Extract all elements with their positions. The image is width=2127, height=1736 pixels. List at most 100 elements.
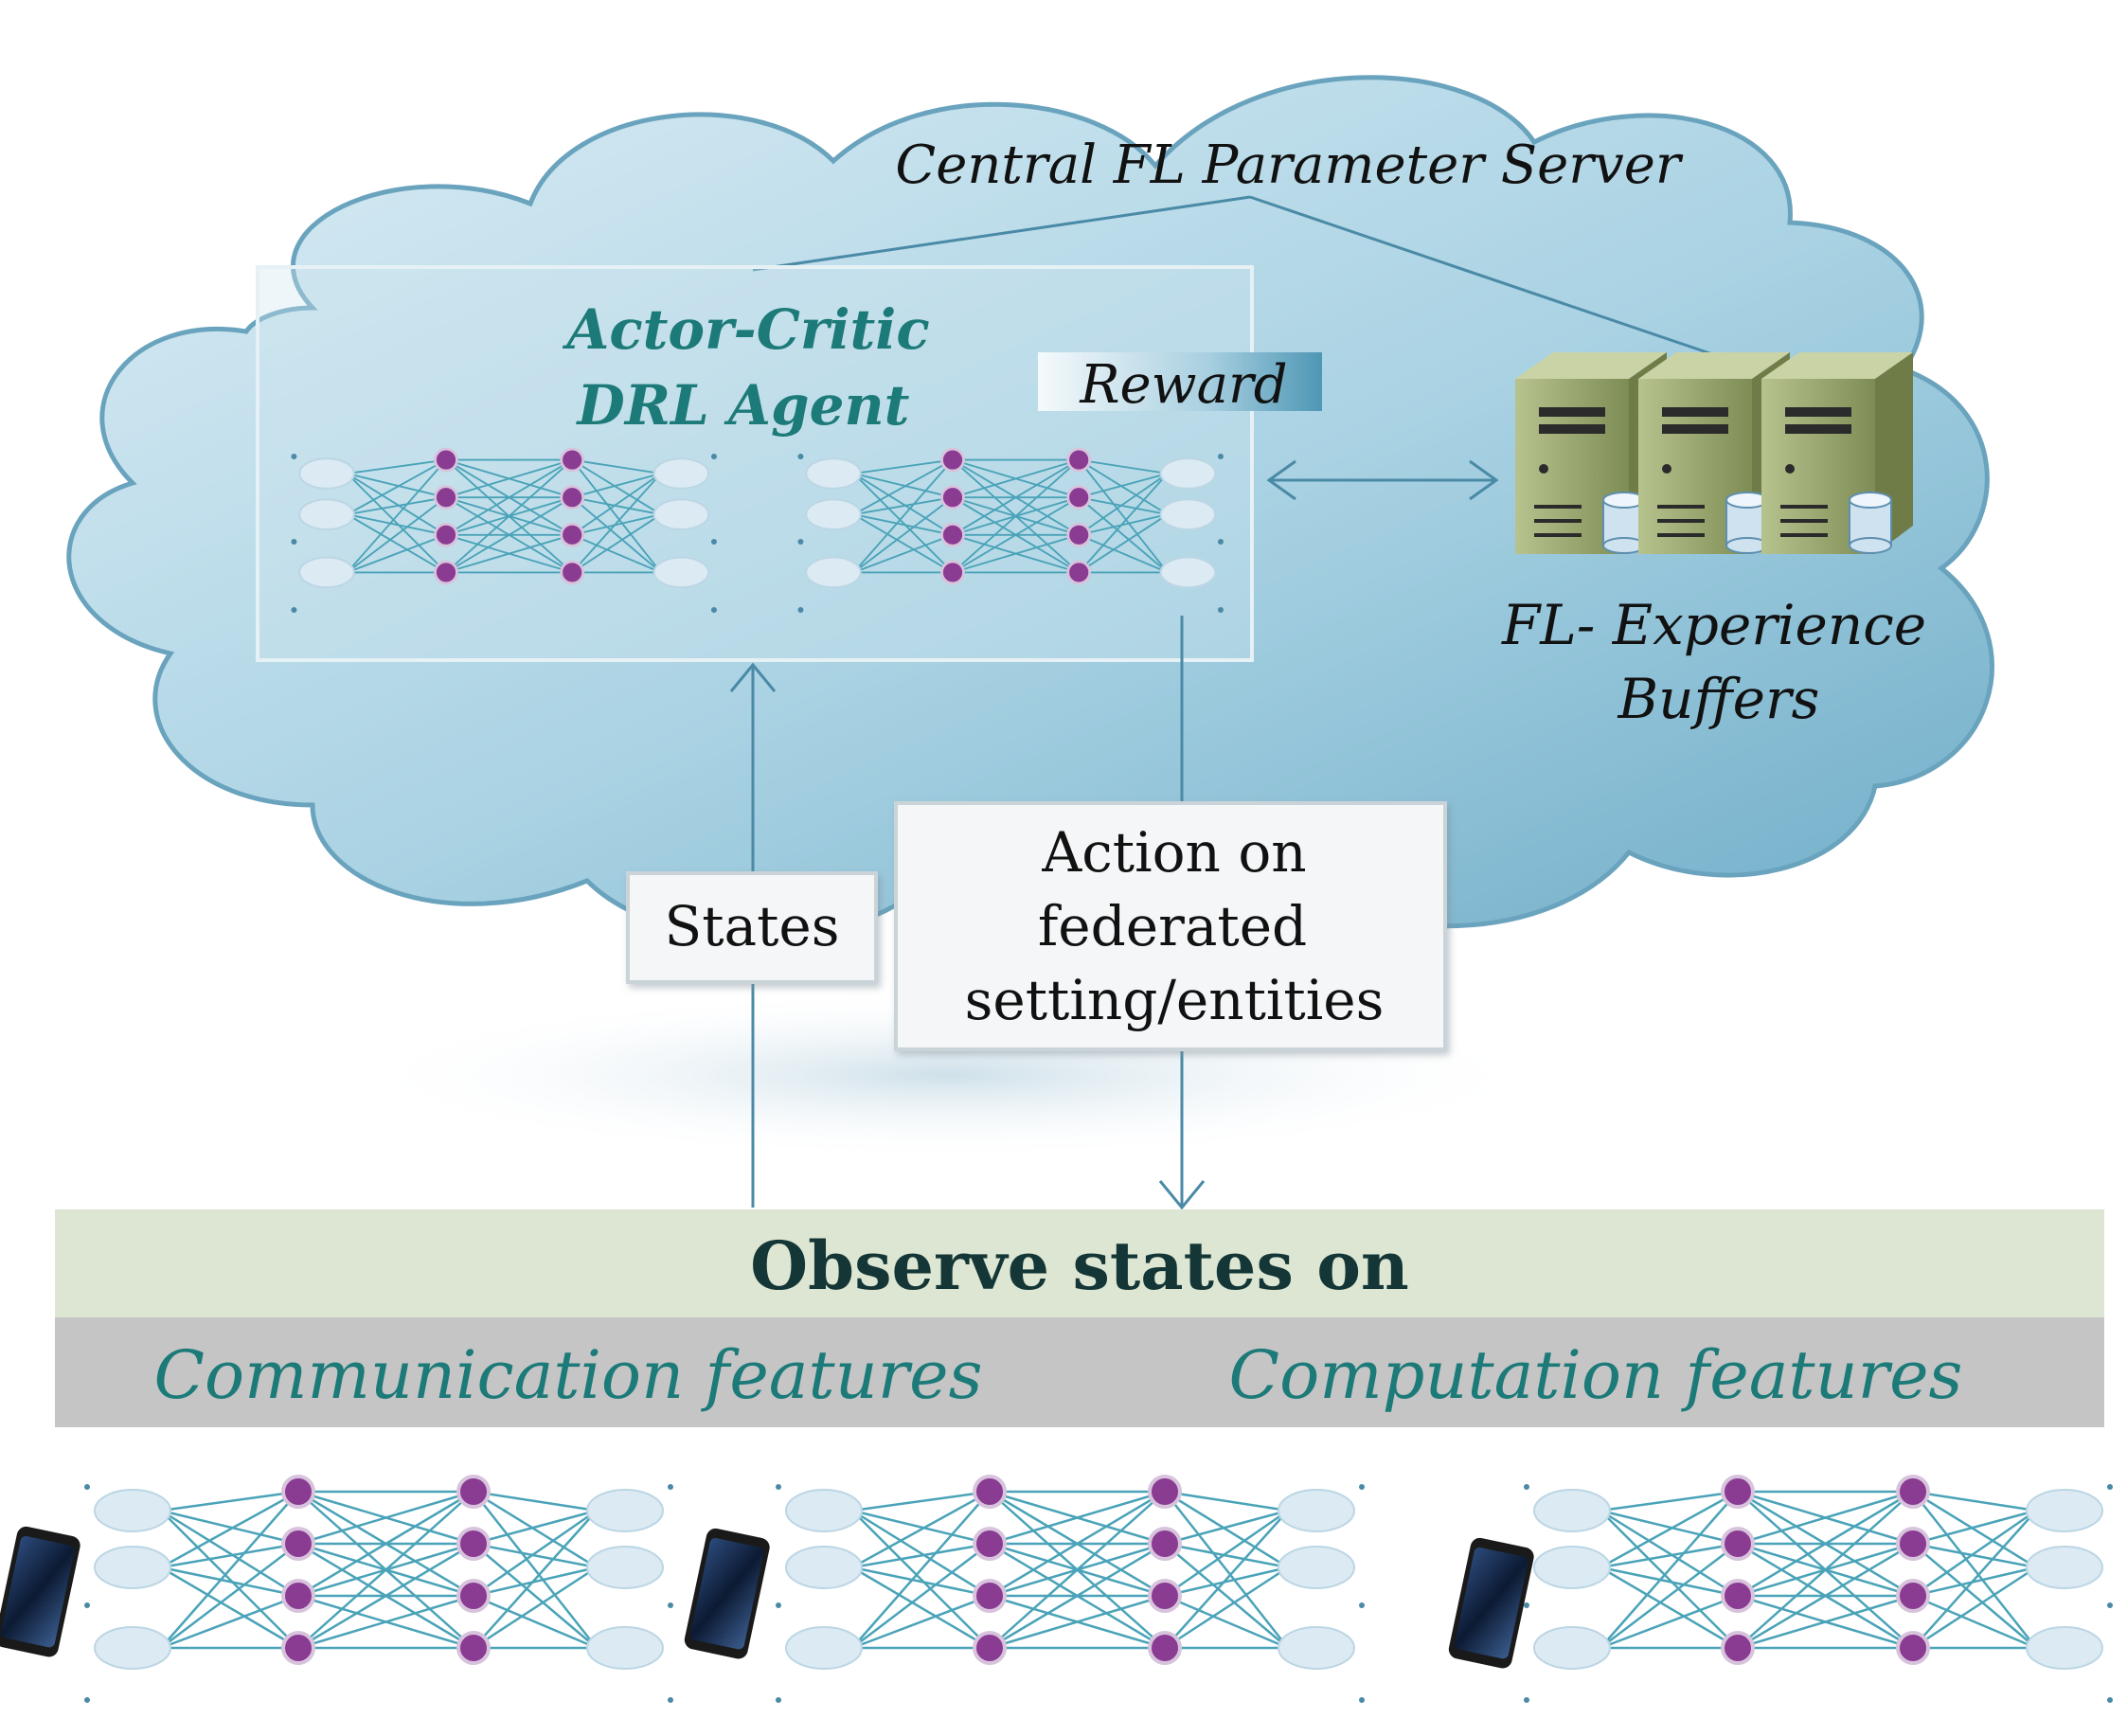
input-node — [785, 1489, 863, 1532]
edge — [473, 1491, 598, 1649]
ellipsis-dot — [797, 607, 804, 613]
edge — [851, 1566, 991, 1598]
edge — [473, 1566, 598, 1650]
hidden-node — [560, 447, 585, 473]
edge — [297, 1490, 474, 1546]
drive-slot — [1785, 407, 1851, 417]
edge — [1164, 1490, 1289, 1569]
actor-network — [291, 447, 717, 613]
edge — [1912, 1490, 2037, 1569]
edge — [1912, 1594, 2037, 1650]
edge — [853, 458, 954, 516]
input-node — [94, 1626, 171, 1670]
edge — [572, 458, 661, 474]
agent-title-line2: DRL Agent — [576, 373, 910, 438]
edge — [852, 458, 954, 574]
ellipsis-dot — [291, 607, 297, 613]
edge — [1600, 1490, 1739, 1512]
hidden-node — [1721, 1579, 1755, 1613]
output-node — [586, 1489, 664, 1532]
output-node — [652, 498, 710, 531]
edge — [1912, 1491, 2037, 1649]
edge — [347, 496, 447, 574]
hidden-node — [1896, 1527, 1930, 1561]
computation-features-label: Computation features — [1229, 1336, 1963, 1414]
edge — [851, 1490, 991, 1569]
hidden-node — [434, 447, 458, 473]
output-node — [586, 1546, 664, 1589]
edge — [347, 458, 447, 516]
edge — [853, 533, 954, 574]
edge — [1912, 1509, 2037, 1598]
observe-band — [55, 1209, 2104, 1317]
hidden-node — [456, 1631, 491, 1665]
edge — [952, 458, 1080, 574]
edge — [571, 496, 662, 574]
ellipsis-dot — [1217, 454, 1224, 459]
database-top — [1849, 492, 1892, 509]
hidden-node — [1721, 1631, 1755, 1665]
output-node — [652, 556, 710, 589]
edge — [851, 1509, 991, 1546]
ellipsis-dot — [1359, 1697, 1365, 1703]
hidden-node — [1896, 1475, 1930, 1509]
phone-screen — [1455, 1547, 1528, 1659]
hidden-node — [434, 560, 458, 585]
edge — [1600, 1509, 1739, 1546]
ellipsis-dot — [2107, 1484, 2113, 1490]
hidden-node — [1896, 1631, 1930, 1665]
edge — [1737, 1490, 1914, 1546]
edge — [347, 513, 447, 574]
features-band — [55, 1317, 2104, 1427]
edge — [571, 513, 662, 574]
ellipsis-dot — [84, 1697, 90, 1703]
client-network-1 — [84, 1475, 673, 1703]
server-top — [1515, 352, 1667, 379]
edge — [1164, 1542, 1289, 1569]
reward-label: Reward — [1079, 354, 1287, 416]
edge — [160, 1490, 299, 1569]
edge — [347, 473, 447, 536]
phone-screen — [1, 1535, 75, 1648]
ellipsis-dot — [797, 454, 804, 459]
ellipsis-dot — [776, 1484, 781, 1490]
hidden-node — [434, 485, 458, 510]
edge — [1078, 459, 1169, 573]
edge — [160, 1594, 299, 1650]
reward-box — [1038, 352, 1322, 411]
output-node — [1159, 556, 1217, 589]
edge — [989, 1490, 1166, 1598]
ellipsis-dot — [2107, 1602, 2113, 1608]
ellipsis-dot — [291, 539, 297, 545]
edge — [1600, 1491, 1739, 1649]
ellipsis-dot — [1359, 1602, 1365, 1608]
ellipsis-dot — [668, 1484, 673, 1490]
observe-header: Observe states on — [750, 1226, 1409, 1305]
edge — [473, 1509, 598, 1546]
edge — [160, 1566, 299, 1650]
output-node — [586, 1626, 664, 1670]
output-node — [1278, 1546, 1355, 1589]
input-node — [1533, 1626, 1611, 1670]
agent-buffer-arrow — [1266, 459, 1499, 501]
edge — [473, 1566, 598, 1598]
edge — [989, 1594, 1166, 1650]
edge — [952, 458, 1080, 536]
edge — [473, 1490, 598, 1569]
edge — [297, 1490, 474, 1598]
hidden-node — [973, 1579, 1007, 1613]
edge — [1164, 1566, 1289, 1650]
edge — [571, 533, 662, 574]
input-node — [1533, 1546, 1611, 1589]
phone-screen — [690, 1537, 764, 1650]
output-node — [1278, 1489, 1355, 1532]
ellipsis-dot — [668, 1602, 673, 1608]
ellipsis-dot — [1524, 1602, 1529, 1608]
edge — [851, 1509, 991, 1598]
edge — [571, 473, 662, 574]
edge — [1912, 1566, 2037, 1650]
edge — [1912, 1542, 2037, 1569]
network-edges — [852, 458, 1169, 574]
edge — [1600, 1566, 1739, 1650]
